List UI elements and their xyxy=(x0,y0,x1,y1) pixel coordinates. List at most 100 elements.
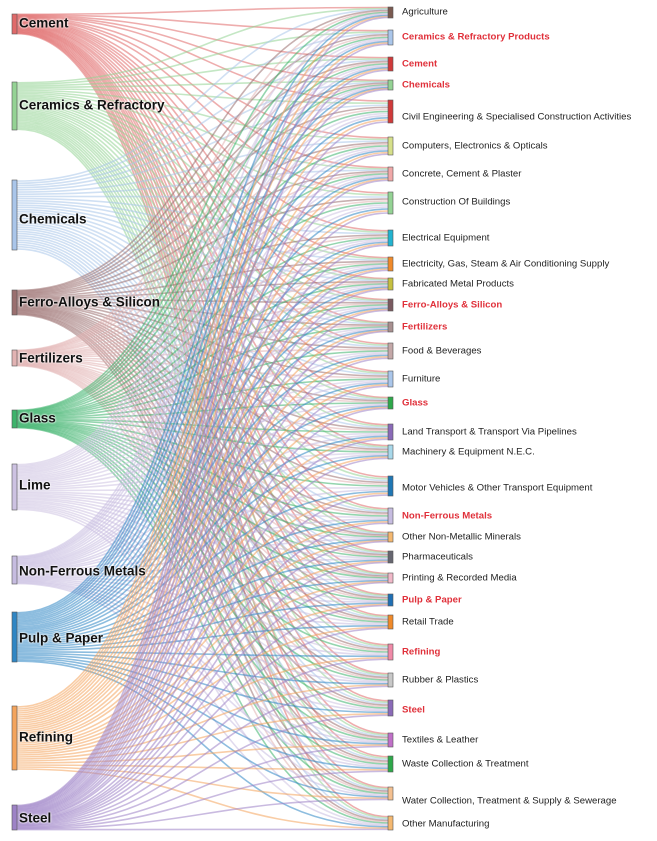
source-node[interactable] xyxy=(11,179,18,251)
target-node[interactable] xyxy=(387,755,394,773)
link xyxy=(16,287,389,728)
link xyxy=(16,112,389,472)
link xyxy=(16,146,389,473)
target-node[interactable] xyxy=(387,256,394,272)
target-node[interactable] xyxy=(387,531,394,543)
link xyxy=(16,9,389,292)
target-label: Land Transport & Transport Via Pipelines xyxy=(402,426,577,438)
target-node[interactable] xyxy=(387,572,394,584)
link xyxy=(16,492,389,539)
source-label: Ferro-Alloys & Silicon xyxy=(19,294,161,310)
target-node[interactable] xyxy=(387,786,394,801)
target-label: Electricity, Gas, Steam & Air Conditioni… xyxy=(402,258,610,270)
link xyxy=(16,658,389,798)
target-node[interactable] xyxy=(387,815,394,831)
link xyxy=(16,434,389,572)
link xyxy=(16,69,389,808)
link xyxy=(16,770,389,829)
target-node[interactable] xyxy=(387,396,394,410)
source-node[interactable] xyxy=(11,555,18,585)
source-label: Glass xyxy=(19,410,56,426)
link xyxy=(16,114,389,576)
target-label: Concrete, Cement & Plaster xyxy=(402,168,522,180)
link xyxy=(16,87,389,714)
link xyxy=(16,581,389,797)
source-node[interactable] xyxy=(11,804,18,831)
link xyxy=(16,581,389,824)
target-node[interactable] xyxy=(387,29,394,46)
source-node[interactable] xyxy=(11,349,18,367)
link xyxy=(16,10,389,352)
link xyxy=(16,104,389,191)
link xyxy=(16,145,389,414)
link xyxy=(16,658,389,826)
target-label: Rubber & Plastics xyxy=(402,674,479,686)
target-node[interactable] xyxy=(387,475,394,497)
link xyxy=(16,405,389,638)
target-label: Motor Vehicles & Other Transport Equipme… xyxy=(402,482,593,494)
link xyxy=(16,361,389,622)
source-node[interactable] xyxy=(11,13,18,35)
source-label: Refining xyxy=(19,729,73,745)
source-node[interactable] xyxy=(11,81,18,131)
link xyxy=(16,302,389,430)
target-node[interactable] xyxy=(387,370,394,388)
target-node[interactable] xyxy=(387,550,394,564)
link xyxy=(16,487,389,492)
target-node[interactable] xyxy=(387,277,394,291)
target-node[interactable] xyxy=(387,99,394,124)
target-node[interactable] xyxy=(387,342,394,360)
target-node[interactable] xyxy=(387,79,394,91)
target-node[interactable] xyxy=(387,229,394,247)
link xyxy=(16,7,389,84)
link xyxy=(16,13,389,558)
link xyxy=(16,407,389,818)
link xyxy=(16,385,389,818)
link xyxy=(16,14,389,32)
target-node[interactable] xyxy=(387,699,394,717)
link xyxy=(16,85,389,470)
target-label: Waste Collection & Treatment xyxy=(402,758,529,770)
link xyxy=(16,798,389,830)
link xyxy=(16,521,389,746)
link xyxy=(16,121,389,810)
link xyxy=(16,288,389,815)
target-node[interactable] xyxy=(387,166,394,182)
link xyxy=(16,114,389,561)
link xyxy=(16,83,389,353)
link xyxy=(16,652,389,685)
nodes-layer xyxy=(11,6,394,831)
source-node[interactable] xyxy=(11,611,18,663)
source-node[interactable] xyxy=(11,289,18,316)
link xyxy=(16,494,389,821)
target-node[interactable] xyxy=(387,593,394,607)
target-node[interactable] xyxy=(387,191,394,215)
target-label: Pulp & Paper xyxy=(402,594,462,606)
target-node[interactable] xyxy=(387,507,394,525)
link xyxy=(16,269,389,814)
link xyxy=(16,502,389,711)
source-node[interactable] xyxy=(11,705,18,771)
link xyxy=(16,12,389,466)
target-node[interactable] xyxy=(387,672,394,688)
link xyxy=(16,17,389,194)
target-node[interactable] xyxy=(387,298,394,312)
target-node[interactable] xyxy=(387,321,394,333)
target-node[interactable] xyxy=(387,444,394,460)
target-node[interactable] xyxy=(387,6,394,19)
target-node[interactable] xyxy=(387,614,394,630)
target-node[interactable] xyxy=(387,136,394,156)
source-node[interactable] xyxy=(11,463,18,511)
link xyxy=(16,540,389,822)
target-node[interactable] xyxy=(387,423,394,441)
target-node[interactable] xyxy=(387,643,394,661)
target-node[interactable] xyxy=(387,56,394,72)
target-node[interactable] xyxy=(387,732,394,748)
link xyxy=(16,179,389,811)
source-node[interactable] xyxy=(11,409,18,429)
link xyxy=(16,456,389,742)
link xyxy=(16,684,389,760)
link xyxy=(16,522,389,822)
link xyxy=(16,119,389,716)
